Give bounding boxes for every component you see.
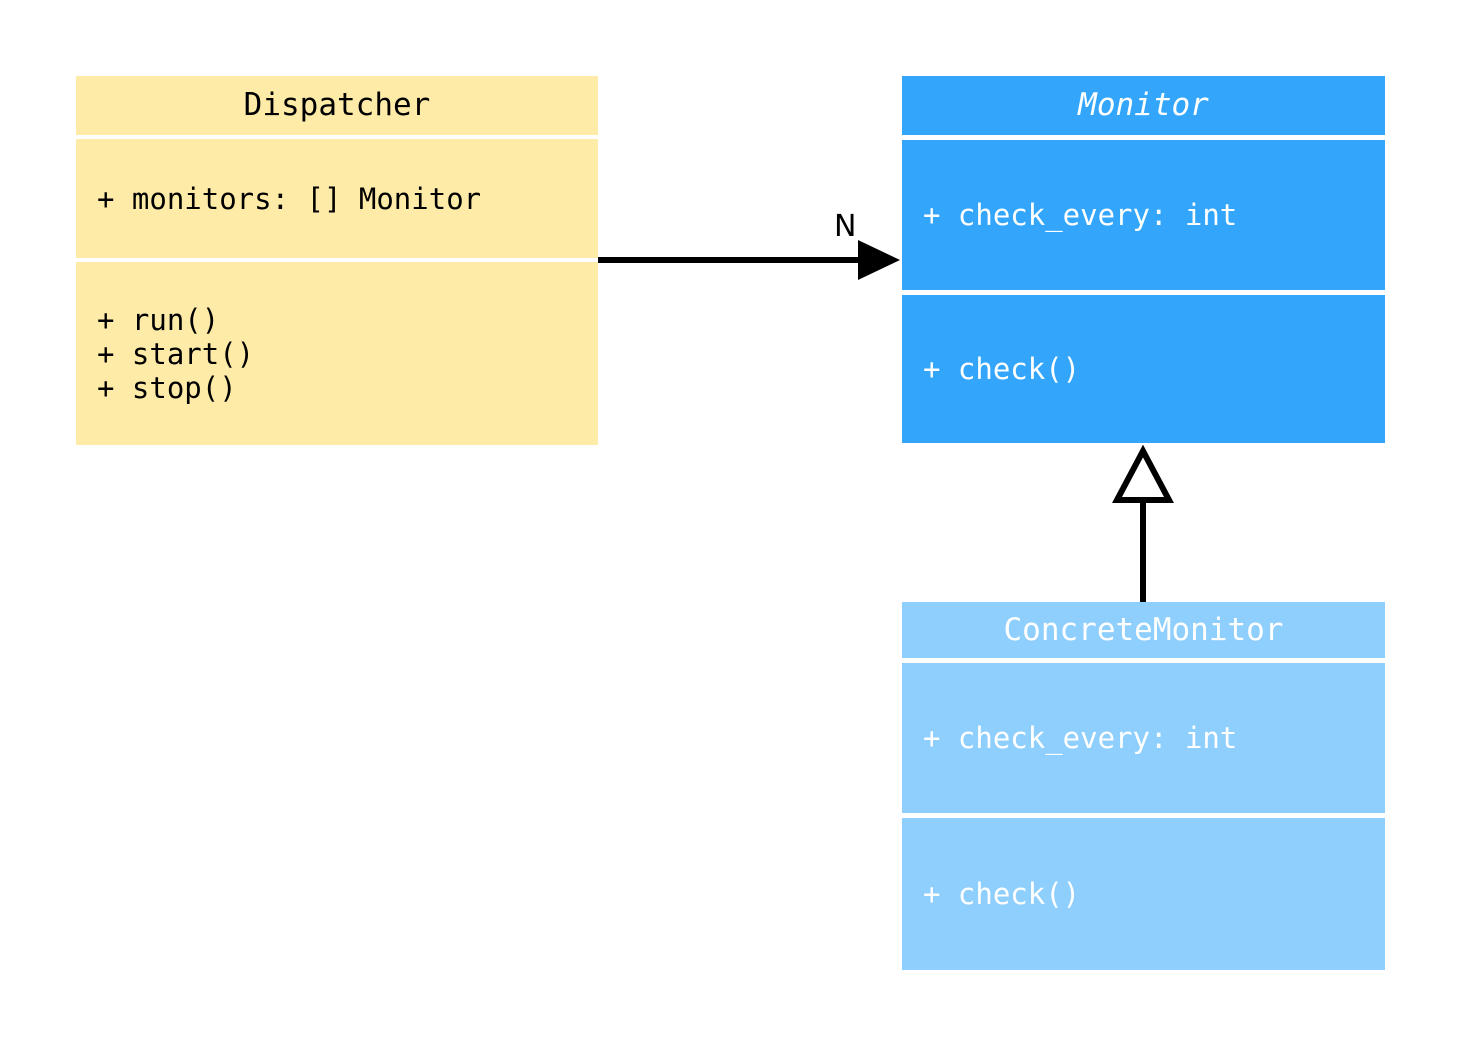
operations-compartment-monitor: + check()	[902, 295, 1385, 443]
operation-item: + check()	[923, 352, 1081, 386]
attributes-compartment-monitor: + check_every: int	[902, 140, 1385, 290]
compartment-divider	[902, 813, 1385, 818]
class-name-dispatcher: Dispatcher	[76, 76, 598, 135]
class-name-monitor: Monitor	[902, 76, 1385, 135]
operations-compartment-concretemonitor: + check()	[902, 818, 1385, 970]
class-name-concretemonitor: ConcreteMonitor	[902, 602, 1385, 658]
association-dispatcher-to-monitor[interactable]	[598, 240, 900, 280]
compartment-divider	[76, 258, 598, 262]
compartment-divider	[902, 658, 1385, 663]
operation-item: + stop()	[97, 370, 237, 405]
operation-item: + start()	[97, 336, 255, 371]
operations-compartment-dispatcher: + run() + start() + stop()	[76, 262, 598, 445]
attribute-item: + check_every: int	[923, 198, 1238, 232]
uml-class-dispatcher[interactable]: Dispatcher + monitors: [] Monitor + run(…	[76, 76, 598, 445]
operation-item: + run()	[97, 302, 220, 337]
attribute-item: + monitors: [] Monitor	[97, 181, 482, 216]
generalization-concretemonitor-to-monitor[interactable]	[1112, 444, 1174, 602]
attribute-item: + check_every: int	[923, 721, 1238, 755]
attributes-compartment-dispatcher: + monitors: [] Monitor	[76, 139, 598, 258]
compartment-divider	[76, 135, 598, 139]
operation-item: + check()	[923, 877, 1081, 911]
association-multiplicity-label: N	[834, 209, 857, 244]
attributes-compartment-concretemonitor: + check_every: int	[902, 663, 1385, 813]
uml-class-monitor[interactable]: Monitor + check_every: int + check()	[902, 76, 1385, 443]
compartment-divider	[902, 135, 1385, 140]
compartment-divider	[902, 290, 1385, 295]
association-arrowhead-icon	[858, 240, 900, 280]
generalization-arrowhead-icon	[1112, 444, 1174, 503]
uml-class-concretemonitor[interactable]: ConcreteMonitor + check_every: int + che…	[902, 602, 1385, 970]
